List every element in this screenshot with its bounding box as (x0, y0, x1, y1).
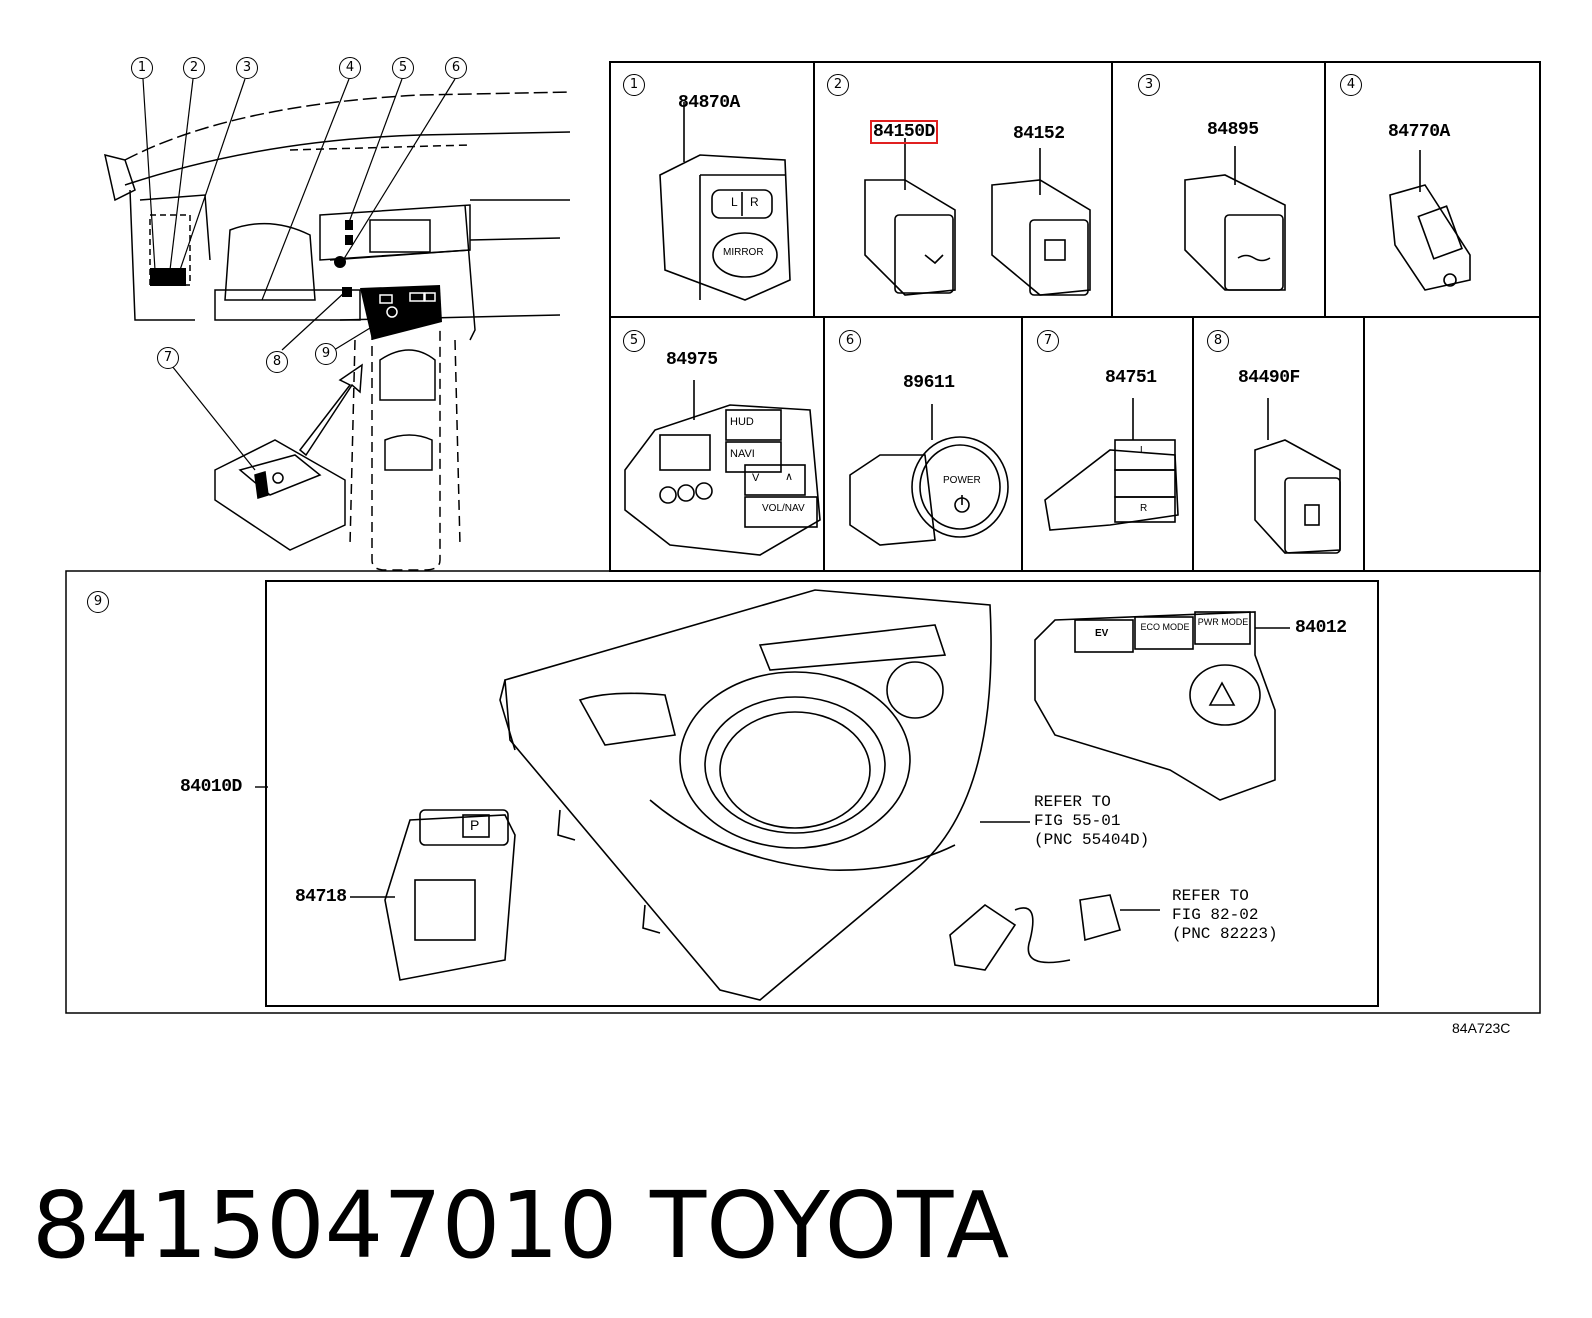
park-p-label: P (470, 817, 480, 833)
part-label-84770A[interactable]: 84770A (1388, 122, 1450, 142)
footer-part-number: 8415047010 (32, 1172, 618, 1279)
panel-1-number: 1 (623, 74, 645, 96)
panel-9-outer (65, 570, 1541, 1014)
callout-8: 8 (266, 351, 288, 373)
headlamp-leveling-switch-drawing (991, 148, 1091, 296)
panel-8-number: 8 (1207, 330, 1229, 352)
callout-7: 7 (157, 347, 179, 369)
callout-9: 9 (315, 343, 337, 365)
panel-3-number: 3 (1138, 74, 1160, 96)
panel-4-number: 4 (1340, 74, 1362, 96)
steering-switch-drawing (624, 380, 821, 556)
pwr-mode-button-label: PWR MODE (1197, 617, 1249, 627)
callout-6: 6 (445, 57, 467, 79)
part-label-84975[interactable]: 84975 (666, 350, 718, 370)
eco-mode-button-label: ECO MODE (1140, 622, 1190, 632)
parking-switch-drawing (350, 809, 516, 981)
panel-6-number: 6 (839, 330, 861, 352)
panel-9-number: 9 (87, 591, 109, 613)
highlighted-part-number[interactable]: 84150D (870, 120, 938, 144)
reference-note-fig-82-02: REFER TO FIG 82-02 (PNC 82223) (1172, 887, 1278, 943)
panel-9-inner (265, 580, 1379, 1007)
part-label-84012[interactable]: 84012 (1295, 618, 1347, 638)
mirror-r-label: R (750, 195, 759, 209)
footer-brand: TOYOTA (650, 1172, 1010, 1279)
part-label-84751[interactable]: 84751 (1105, 368, 1157, 388)
up-button-label: ∧ (785, 471, 794, 483)
callout-2: 2 (183, 57, 205, 79)
part-label-89611[interactable]: 89611 (903, 373, 955, 393)
seat-heater-switch-drawing (1044, 398, 1179, 531)
volnav-button-label: VOL/NAV (762, 503, 805, 514)
defog-switch-drawing (1184, 146, 1286, 291)
panel-2-number: 2 (827, 74, 849, 96)
ev-button-label: EV (1095, 628, 1109, 639)
power-button-label: POWER (943, 475, 981, 486)
pretensioner-switch-drawing (1389, 150, 1471, 291)
seat-r-label: R (1140, 503, 1148, 514)
part-label-84870A[interactable]: 84870A (678, 93, 740, 113)
part-label-84150D[interactable]: 84150D (870, 120, 938, 144)
hud-button-label: HUD (730, 416, 754, 428)
panel-7-number: 7 (1037, 330, 1059, 352)
part-label-84490F[interactable]: 84490F (1238, 368, 1300, 388)
mirror-label: MIRROR (723, 247, 764, 258)
diagram-code: 84A723C (1452, 1020, 1511, 1036)
seat-l-label: L (1140, 445, 1146, 456)
mirror-l-label: L (731, 195, 738, 209)
highlighted-switches (150, 220, 442, 340)
mode-switch-assembly-drawing (1034, 611, 1290, 801)
power-switch-drawing (849, 404, 1009, 546)
mirror-heater-switch-drawing (1254, 398, 1341, 554)
callout-3: 3 (236, 57, 258, 79)
part-label-84152[interactable]: 84152 (1013, 124, 1065, 144)
wire-harness-drawing (949, 894, 1160, 971)
callout-leaders (142, 78, 456, 471)
v-button-label: V (752, 472, 760, 484)
center-console-drawing (499, 589, 992, 1001)
callout-5: 5 (392, 57, 414, 79)
panel-grid-middle (609, 316, 1541, 572)
part-label-84010D[interactable]: 84010D (180, 777, 242, 797)
callout-1: 1 (131, 57, 153, 79)
reference-note-fig-55-01: REFER TO FIG 55-01 (PNC 55404D) (1034, 793, 1150, 849)
part-label-84718[interactable]: 84718 (295, 887, 347, 907)
mirror-switch-drawing (659, 102, 791, 301)
part-label-84895[interactable]: 84895 (1207, 120, 1259, 140)
console-detail-white (379, 292, 436, 318)
panel-5-number: 5 (623, 330, 645, 352)
dashboard-overview (104, 91, 571, 571)
wiper-switch-drawing (864, 138, 956, 296)
callout-4: 4 (339, 57, 361, 79)
navi-button-label: NAVI (730, 448, 755, 460)
